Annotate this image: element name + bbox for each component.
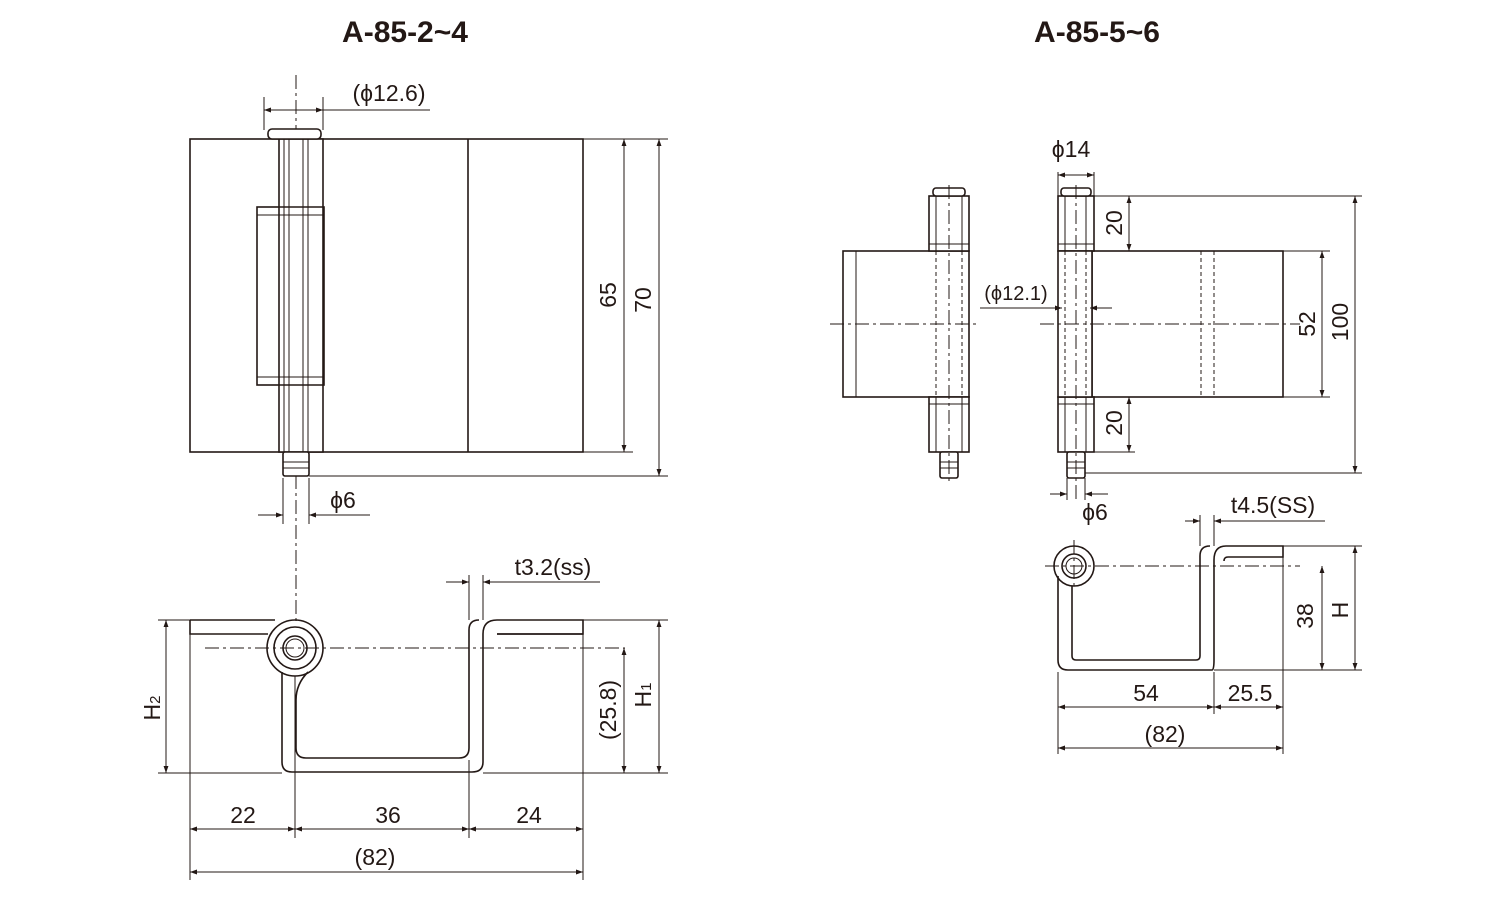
dim-height-total-right: 100	[1327, 303, 1353, 341]
dim-height-h: H	[1327, 602, 1353, 619]
dim-width-b-left: 36	[375, 802, 401, 828]
dim-height-leaf: 65	[595, 282, 621, 308]
right-side-view: t4.5(SS) 38 H 54 25.5 (82)	[1045, 492, 1362, 754]
dim-pin-dia: ϕ6	[330, 487, 356, 513]
dim-height-leaf-right: 52	[1294, 311, 1320, 337]
dim-pin-dia-right: ϕ6	[1082, 499, 1108, 525]
right-front-view: ϕ14 20 20 (ϕ12.1) 52 100 ϕ6	[830, 136, 1362, 525]
title-right: A-85-5~6	[1034, 16, 1160, 49]
dim-width-a-right: 54	[1133, 680, 1159, 706]
dim-width-a-left: 22	[230, 802, 256, 828]
dim-h2: H2	[139, 696, 165, 721]
dim-thickness-right: t4.5(SS)	[1231, 492, 1315, 518]
dim-width-total-right: (82)	[1145, 721, 1186, 747]
dim-width-total-left: (82)	[355, 844, 396, 870]
dim-width-c-left: 24	[516, 802, 542, 828]
dim-height-total: 70	[630, 287, 656, 313]
dim-width-b-right: 25.5	[1228, 680, 1273, 706]
dim-thickness-left: t3.2(ss)	[515, 554, 592, 580]
left-front-view: (ϕ12.6) 65 70 ϕ6	[189, 75, 668, 625]
dim-h1: H1	[630, 683, 656, 708]
dim-pin-head-dia-right: (ϕ12.1)	[984, 283, 1047, 305]
title-left: A-85-2~4	[342, 16, 468, 49]
dim-height-38: 38	[1292, 603, 1318, 629]
left-side-view: t3.2(ss) H2 (25.8) H1 22 36 24 (82)	[139, 554, 668, 880]
dim-knuckle-dia: ϕ14	[1052, 136, 1091, 162]
dim-knuckle-len-bottom: 20	[1101, 410, 1127, 436]
dim-pin-head-dia: (ϕ12.6)	[353, 80, 426, 106]
dim-knuckle-len-top: 20	[1101, 210, 1127, 236]
dim-height-ref: (25.8)	[595, 680, 621, 740]
